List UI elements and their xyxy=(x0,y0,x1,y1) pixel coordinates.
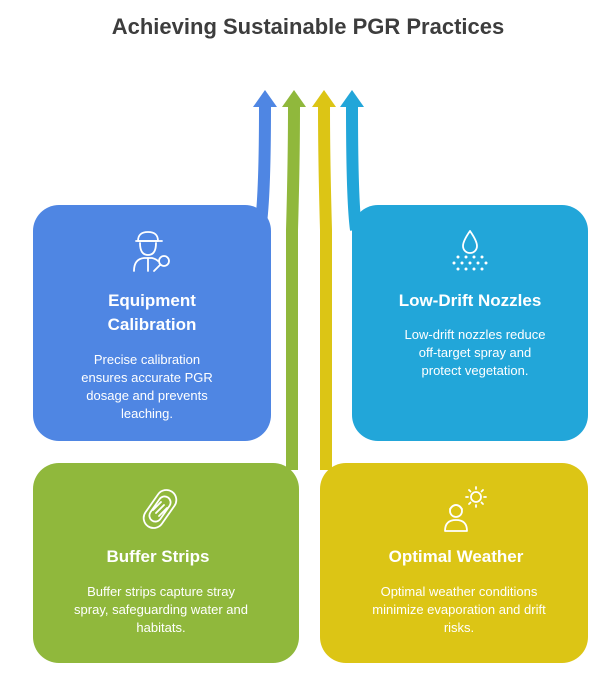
card-text-line: spray, safeguarding water and xyxy=(74,602,248,617)
card-text-line: minimize evaporation and drift xyxy=(372,602,546,617)
card-text-line: dosage and prevents xyxy=(86,388,208,403)
technician-icon xyxy=(133,231,170,272)
card-text-line: Precise calibration xyxy=(93,352,201,367)
card-text-line: risks. xyxy=(443,620,475,635)
card-heading: Equipment xyxy=(108,291,196,310)
card-optimal-weather: Optimal Weather Optimal weather conditio… xyxy=(320,463,588,663)
person-sun-icon xyxy=(444,486,487,532)
card-heading: Buffer Strips xyxy=(106,547,210,566)
buffer-flow-band xyxy=(286,105,300,470)
card-heading: Optimal Weather xyxy=(388,547,524,566)
card-text-line: Optimal weather conditions xyxy=(380,584,538,599)
card-text-line: protect vegetation. xyxy=(421,363,529,378)
card-heading: Calibration xyxy=(107,315,197,334)
card-text-line: ensures accurate PGR xyxy=(81,370,213,385)
card-equipment-calibration: Equipment Calibration Precise calibratio… xyxy=(33,205,271,441)
buffer-strip-icon xyxy=(142,489,178,529)
card-text-line: Buffer strips capture stray xyxy=(87,584,235,599)
card-heading: Low-Drift Nozzles xyxy=(398,291,542,310)
card-low-drift-nozzles: Low-Drift Nozzles Low-drift nozzles redu… xyxy=(352,205,588,441)
nozzles-arrowhead xyxy=(340,90,364,107)
page-title: Achieving Sustainable PGR Practices xyxy=(111,14,505,39)
spray-droplet-icon xyxy=(452,230,488,271)
card-text-line: Low-drift nozzles reduce xyxy=(404,327,546,342)
equipment-arrowhead xyxy=(253,90,277,107)
buffer-arrowhead xyxy=(282,90,306,107)
weather-arrowhead xyxy=(312,90,336,107)
card-buffer-strips: Buffer Strips Buffer strips capture stra… xyxy=(33,463,299,663)
nozzles-flow-band xyxy=(346,105,362,231)
card-text-line: habitats. xyxy=(136,620,186,635)
card-text-line: leaching. xyxy=(120,406,174,421)
weather-flow-band xyxy=(318,105,332,470)
card-text-line: off-target spray and xyxy=(418,345,532,360)
